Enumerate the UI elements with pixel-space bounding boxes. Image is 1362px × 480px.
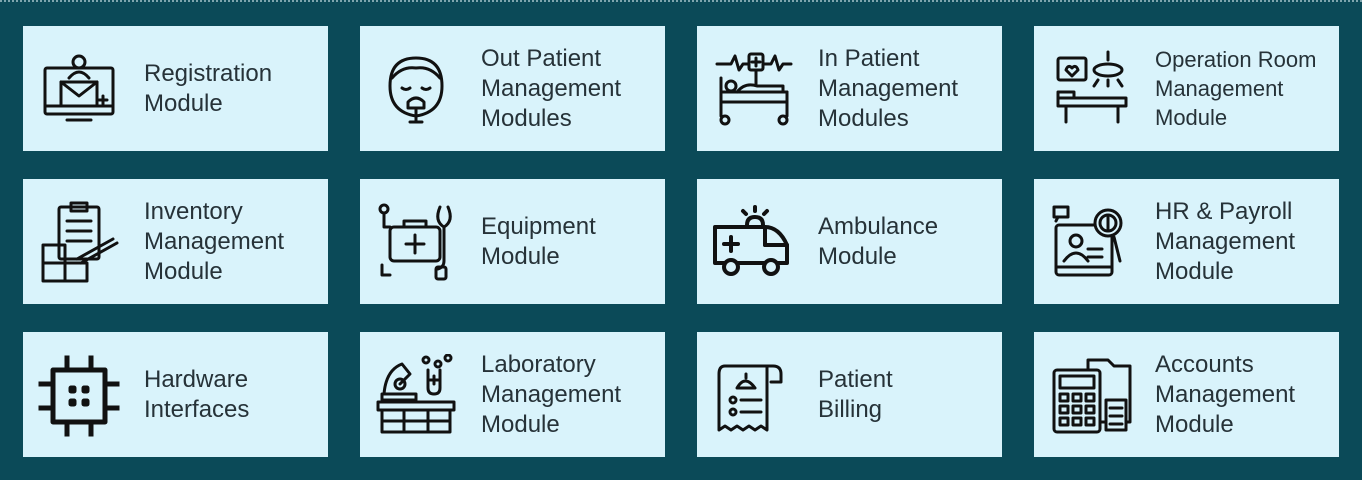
accounts-calculator-icon [1048, 354, 1132, 438]
laboratory-icon [374, 354, 458, 438]
inventory-icon [37, 201, 121, 285]
equipment-icon [374, 201, 458, 285]
operation-room-icon [1048, 48, 1132, 132]
registration-icon [37, 48, 121, 132]
out-patient-icon [374, 48, 458, 132]
in-patient-icon [711, 48, 795, 132]
hr-payroll-icon [1048, 201, 1132, 285]
billing-receipt-icon [711, 354, 795, 438]
hardware-chip-icon [37, 354, 121, 438]
ambulance-icon [711, 201, 795, 285]
